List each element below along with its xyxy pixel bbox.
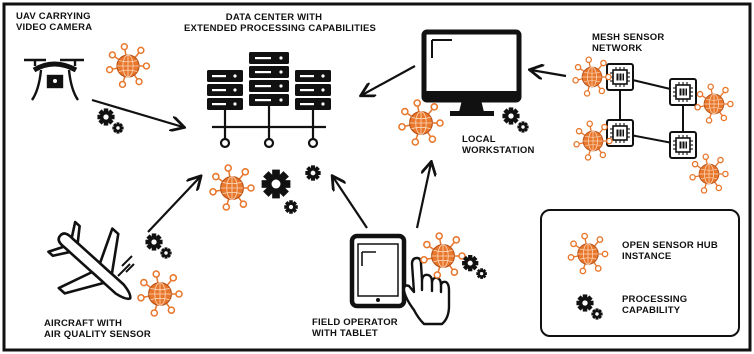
uav-label: UAV CARRYING VIDEO CAMERA (16, 11, 93, 33)
workstation-label: LOCAL WORKSTATION (462, 134, 535, 156)
speed-lines (117, 255, 135, 277)
arrow-workstation-to-datacenter (362, 65, 416, 95)
legend-processing-label: PROCESSING CAPABILITY (622, 294, 688, 316)
hand-icon (402, 256, 451, 326)
legend-hub-label: OPEN SENSOR HUB INSTANCE (622, 240, 718, 262)
arrow-mesh-to-workstation (531, 70, 567, 76)
drone-icon (24, 58, 84, 101)
monitor-icon (421, 29, 522, 116)
arrow-aircraft-to-datacenter (147, 177, 200, 233)
flow-arrows (91, 65, 567, 233)
aircraft-label: AIRCRAFT WITH AIR QUALITY SENSOR (44, 318, 151, 340)
datacenter-label: DATA CENTER WITH EXTENDED PROCESSING CAP… (184, 12, 377, 34)
legend-box (540, 209, 740, 337)
operator-label: FIELD OPERATOR WITH TABLET (312, 317, 398, 339)
sensor-chip-icon (669, 131, 697, 159)
sensor-chip-icon (669, 78, 697, 106)
tablet-icon (349, 233, 407, 309)
airplane-icon (47, 220, 132, 301)
arrow-tablet-to-datacenter (333, 177, 368, 229)
server-rack-icon (207, 52, 331, 149)
arrow-tablet-to-workstation (415, 163, 431, 229)
arrow-uav-to-datacenter (91, 98, 183, 127)
mesh-label: MESH SENSOR NETWORK (592, 32, 665, 54)
